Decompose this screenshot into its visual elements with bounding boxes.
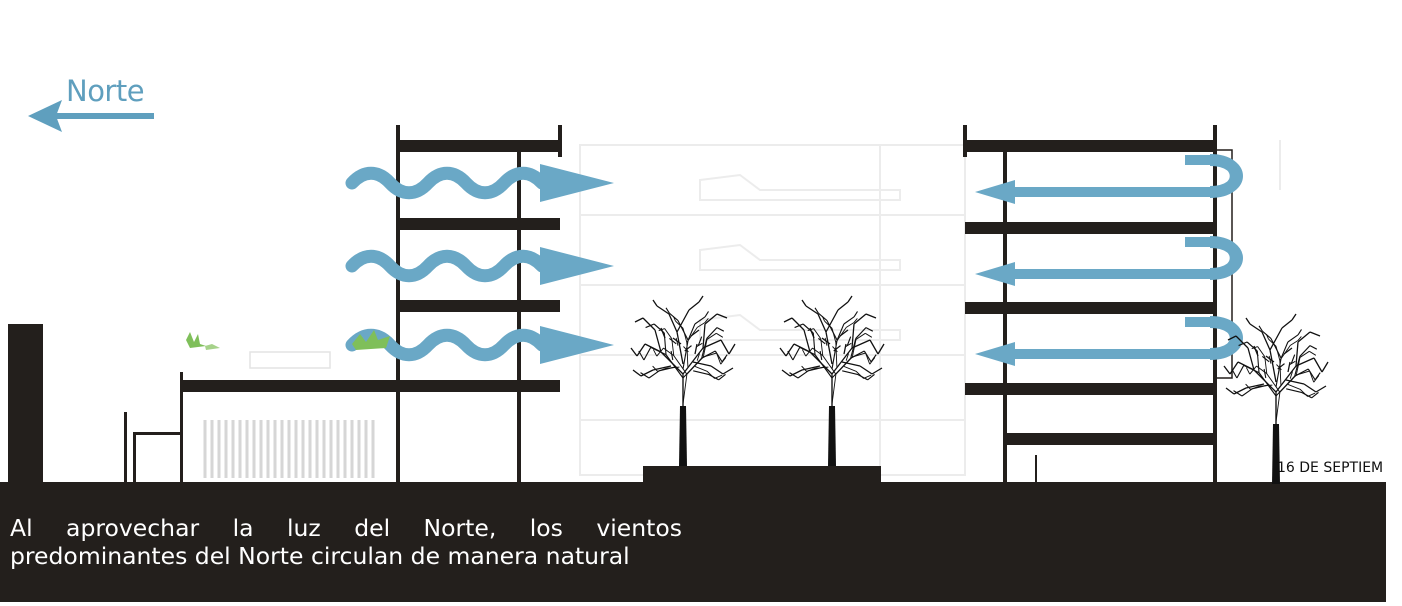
caption: Al aprovechar la luz del Norte, los vien… (10, 514, 682, 570)
left-tower (396, 125, 562, 484)
return-airflow-icon (975, 160, 1237, 366)
low-building (180, 351, 560, 484)
ground (0, 482, 1386, 602)
right-tower (963, 125, 1233, 484)
north-arrow-icon (28, 100, 154, 132)
north-label: Norte (66, 74, 145, 108)
plant-icon (186, 330, 390, 350)
street-label: 16 DE SEPTIEM (1277, 460, 1382, 476)
raised-platform (643, 466, 881, 484)
airflow-arrow-icon (352, 164, 614, 364)
boundary-wall (8, 324, 43, 484)
